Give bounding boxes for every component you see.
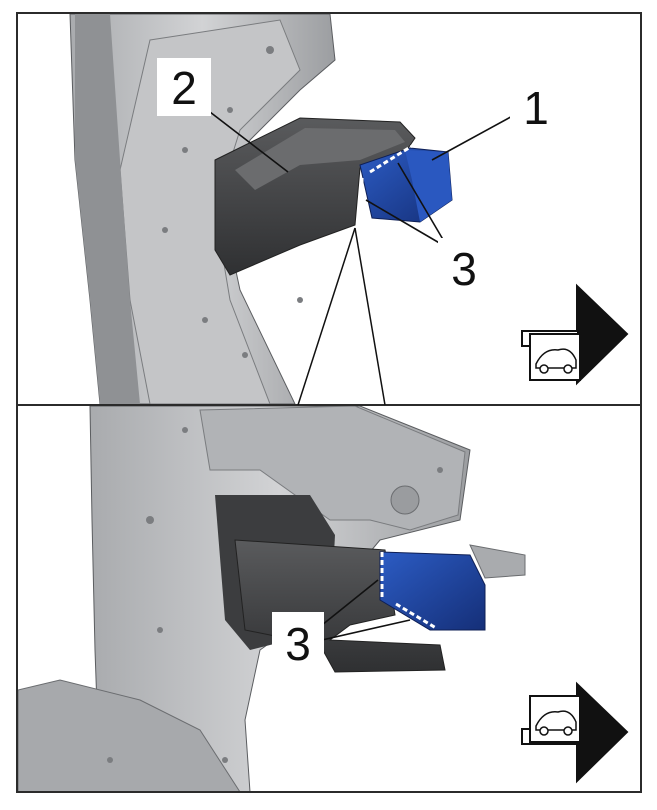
pillar-holes-bottom [107, 427, 443, 763]
callout-3-box-bottom [272, 612, 324, 672]
callout-2: 2 [171, 62, 197, 114]
callout-2-box [157, 58, 211, 116]
panel-boss [390, 485, 420, 515]
vehicle-direction-arrow-icon [521, 681, 629, 784]
vehicle-direction-arrow-icon [521, 283, 629, 386]
zoom-projection-lines [297, 227, 386, 406]
callout-3-bottom: 3 [285, 618, 311, 670]
callout-1-box [510, 78, 562, 136]
leader-lines-top [209, 111, 519, 249]
callout-3-box-top [438, 238, 490, 296]
leader-lines-bottom [321, 579, 411, 641]
top-panel: 2 1 3 [69, 14, 629, 404]
bottom-panel: 3 [18, 406, 629, 791]
dark-bracket-top-face [235, 128, 405, 190]
blue-reinforcement-face [405, 150, 452, 222]
lower-sill [18, 679, 240, 791]
mounting-tab [469, 544, 526, 579]
callout-1: 1 [523, 82, 549, 134]
callout-3-top: 3 [451, 243, 477, 295]
weld-marks-top [360, 144, 413, 218]
pillar-left-flange [75, 14, 140, 404]
